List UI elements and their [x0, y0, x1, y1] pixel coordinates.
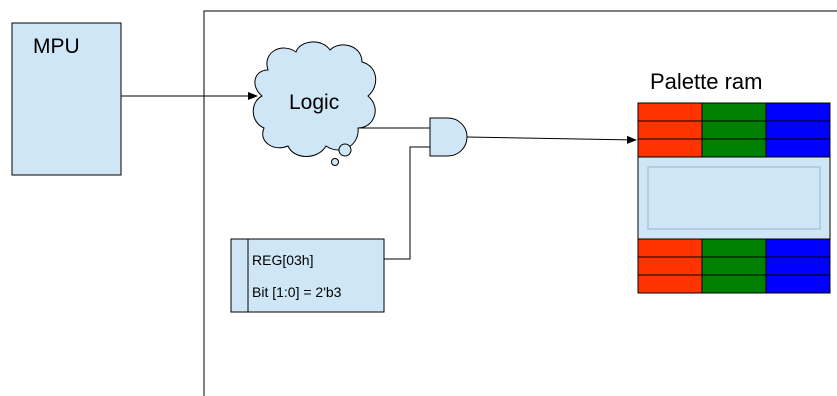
logic-label: Logic — [289, 91, 339, 114]
palette-blue-column-bottom — [766, 239, 830, 293]
and-gate — [429, 117, 468, 157]
palette-red-column-top — [638, 103, 702, 157]
register-block: REG[03h] Bit [1:0] = 2'b3 — [230, 238, 385, 313]
palette-ram — [637, 102, 831, 294]
palette-red-column-bottom — [638, 239, 702, 293]
mpu-block: MPU — [11, 22, 122, 176]
palette-green-column-top — [702, 103, 766, 157]
mpu-label: MPU — [33, 35, 80, 58]
palette-middle-region — [638, 157, 830, 239]
chip-boundary — [203, 10, 837, 396]
logic-cloud: Logic — [252, 41, 377, 166]
register-to-gate-wire — [384, 146, 430, 260]
palette-blue-column-top — [766, 103, 830, 157]
register-name: REG[03h] — [252, 252, 313, 268]
gate-to-palette-arrow — [466, 135, 637, 144]
palette-ram-title: Palette ram — [650, 69, 763, 94]
palette-green-column-bottom — [702, 239, 766, 293]
register-bit-field: Bit [1:0] = 2'b3 — [252, 284, 342, 300]
